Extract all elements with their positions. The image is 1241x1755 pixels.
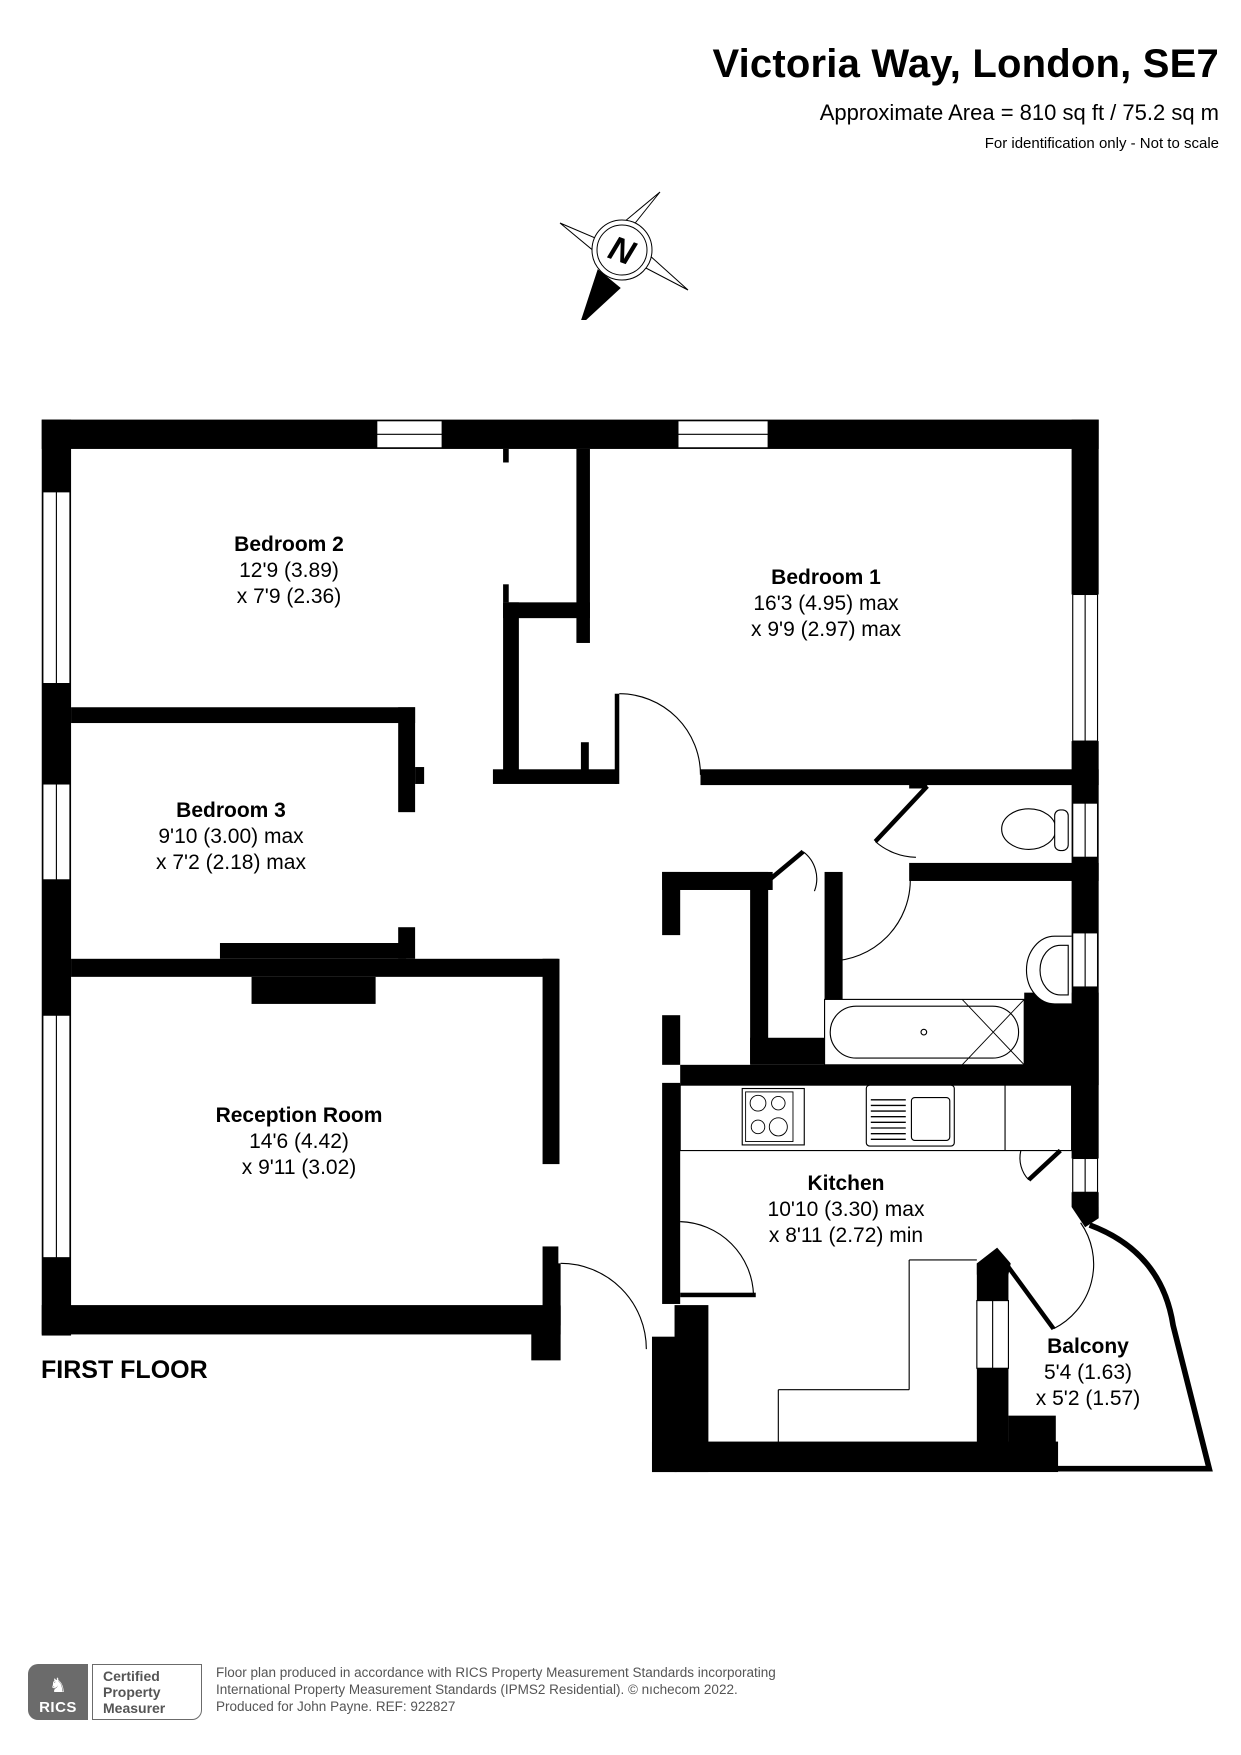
room-balcony: Balcony 5'4 (1.63) x 5'2 (1.57) [1036, 1334, 1140, 1412]
plan-header: Victoria Way, London, SE7 Approximate Ar… [712, 40, 1219, 154]
floor-label: FIRST FLOOR [41, 1356, 208, 1384]
room-dimension: 14'6 (4.42) [249, 1130, 349, 1153]
approximate-area: Approximate Area = 810 sq ft / 75.2 sq m [819, 100, 1219, 125]
room-dimension: 12'9 (3.89) [239, 559, 339, 582]
footer-line: Produced for John Payne. REF: 922827 [216, 1699, 456, 1714]
room-name: Bedroom 3 [176, 799, 286, 822]
room-dimension: 10'10 (3.30) max [767, 1198, 925, 1221]
room-bedroom-1: Bedroom 1 16'3 (4.95) max x 9'9 (2.97) m… [751, 565, 901, 643]
rics-certified-badge: ♞ RICS Certified Property Measurer [28, 1664, 202, 1720]
room-dimension: x 7'9 (2.36) [236, 585, 342, 608]
room-name: Kitchen [807, 1172, 885, 1195]
rics-logo: ♞ RICS [28, 1664, 88, 1720]
room-dimension: 5'4 (1.63) [1043, 1361, 1133, 1384]
footer: ♞ RICS Certified Property Measurer Floor… [28, 1664, 776, 1724]
room-dimension: x 9'9 (2.97) max [751, 618, 901, 641]
room-dimension: x 7'2 (2.18) max [156, 851, 306, 874]
room-dimension: 9'10 (3.00) max [158, 825, 304, 848]
room-reception: Reception Room 14'6 (4.42) x 9'11 (3.02) [216, 1103, 383, 1181]
room-kitchen: Kitchen 10'10 (3.30) max x 8'11 (2.72) m… [768, 1171, 925, 1249]
room-name: Reception Room [215, 1104, 383, 1127]
room-dimension: x 8'11 (2.72) min [768, 1224, 924, 1247]
property-title: Victoria Way, London, SE7 [712, 42, 1219, 86]
room-dimension: x 9'11 (3.02) [241, 1156, 357, 1179]
footer-line: Floor plan produced in accordance with R… [216, 1665, 776, 1680]
room-bedroom-3: Bedroom 3 9'10 (3.00) max x 7'2 (2.18) m… [156, 798, 306, 876]
room-name: Bedroom 1 [771, 566, 881, 589]
room-name: Balcony [1047, 1335, 1129, 1358]
room-dimension: x 5'2 (1.57) [1035, 1387, 1141, 1410]
scale-disclaimer: For identification only - Not to scale [984, 135, 1219, 152]
footer-notes: Floor plan produced in accordance with R… [216, 1664, 776, 1715]
certified-property-measurer: Certified Property Measurer [92, 1664, 202, 1720]
room-name: Bedroom 2 [234, 533, 344, 556]
room-dimension: 16'3 (4.95) max [753, 592, 899, 615]
footer-line: International Property Measurement Stand… [216, 1682, 738, 1697]
room-bedroom-2: Bedroom 2 12'9 (3.89) x 7'9 (2.36) [234, 532, 344, 610]
lion-icon: ♞ [49, 1675, 67, 1697]
north-arrow-icon: N [559, 191, 689, 320]
